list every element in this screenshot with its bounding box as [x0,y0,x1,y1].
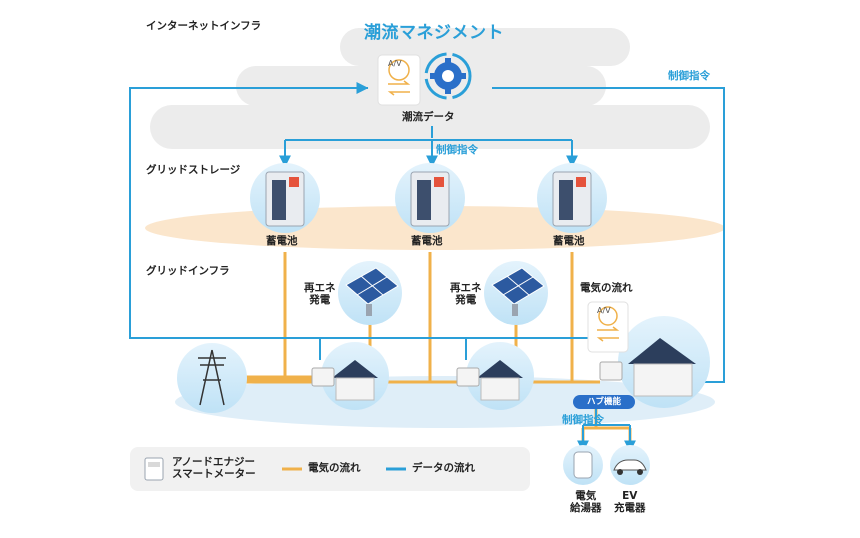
battery-label: 蓄電池 [266,235,298,247]
control-command-label: 制御指令 [562,414,604,426]
grid-infra-label: グリッドインフラ [146,265,230,277]
renewable-label-line1: 再エネ [304,282,336,294]
water-heater-label-line1: 電気 [575,490,597,502]
ev-charger-label-line1: EV [622,490,638,502]
control-command-label: 制御指令 [436,144,478,156]
av-icon-label: A/V [388,59,402,68]
smart-meter-icon [144,457,164,481]
transmission-tower-icon [177,343,247,413]
battery-label: 蓄電池 [553,235,585,247]
flow-data-label: 潮流データ [402,111,455,123]
grid-storage-label: グリッドストレージ [146,164,241,176]
renewable-label-line2: 発電 [309,294,331,307]
battery-unit-3 [537,163,607,233]
house-hub [599,316,710,408]
solar-panel-1 [338,261,402,325]
hub-function-badge: ハブ機能 [573,395,635,409]
renewable-label-line1: 再エネ [450,282,482,294]
control-command-label: 制御指令 [668,70,710,82]
electric-flow-label: 電気の流れ [580,282,633,294]
house-1 [311,342,389,410]
water-heater-label-line2: 給湯器 [570,502,602,515]
av-converter-icon [377,54,421,106]
gear-icon [424,52,472,100]
hub-av-icon-label: A/V [597,306,611,315]
internet-infra-label: インターネットインフラ [146,20,262,32]
renewable-label: 再エネ 発電 [450,282,482,306]
solar-panel-2 [484,261,548,325]
legend-meter-line2: スマートメーター [172,468,256,481]
ground-band [175,376,715,428]
battery-label: 蓄電池 [411,235,443,247]
renewable-label-line2: 発電 [455,294,477,307]
legend-electric-swatch [282,467,302,471]
hub-av-converter-icon [587,301,629,353]
water-heater-label: 電気 給湯器 [570,490,602,514]
legend-data-swatch [386,467,406,471]
water-heater-icon [563,445,603,485]
legend-meter-line1: アノードエナジー [172,456,256,468]
legend-meter-label: アノードエナジー スマートメーター [172,456,256,480]
ev-charger-label-line2: 充電器 [614,502,646,515]
legend: アノードエナジー スマートメーター 電気の流れ データの流れ [130,447,530,491]
legend-electric-label: 電気の流れ [308,462,361,474]
battery-unit-2 [395,163,465,233]
ev-charger-label: EV 充電器 [614,490,646,514]
house-2 [456,342,534,410]
ev-charger-icon [610,445,650,485]
data-lines [129,82,725,453]
renewable-label: 再エネ 発電 [304,282,336,306]
battery-unit-1 [250,163,320,233]
legend-data-label: データの流れ [412,462,475,474]
page-title: 潮流マネジメント [364,23,504,43]
